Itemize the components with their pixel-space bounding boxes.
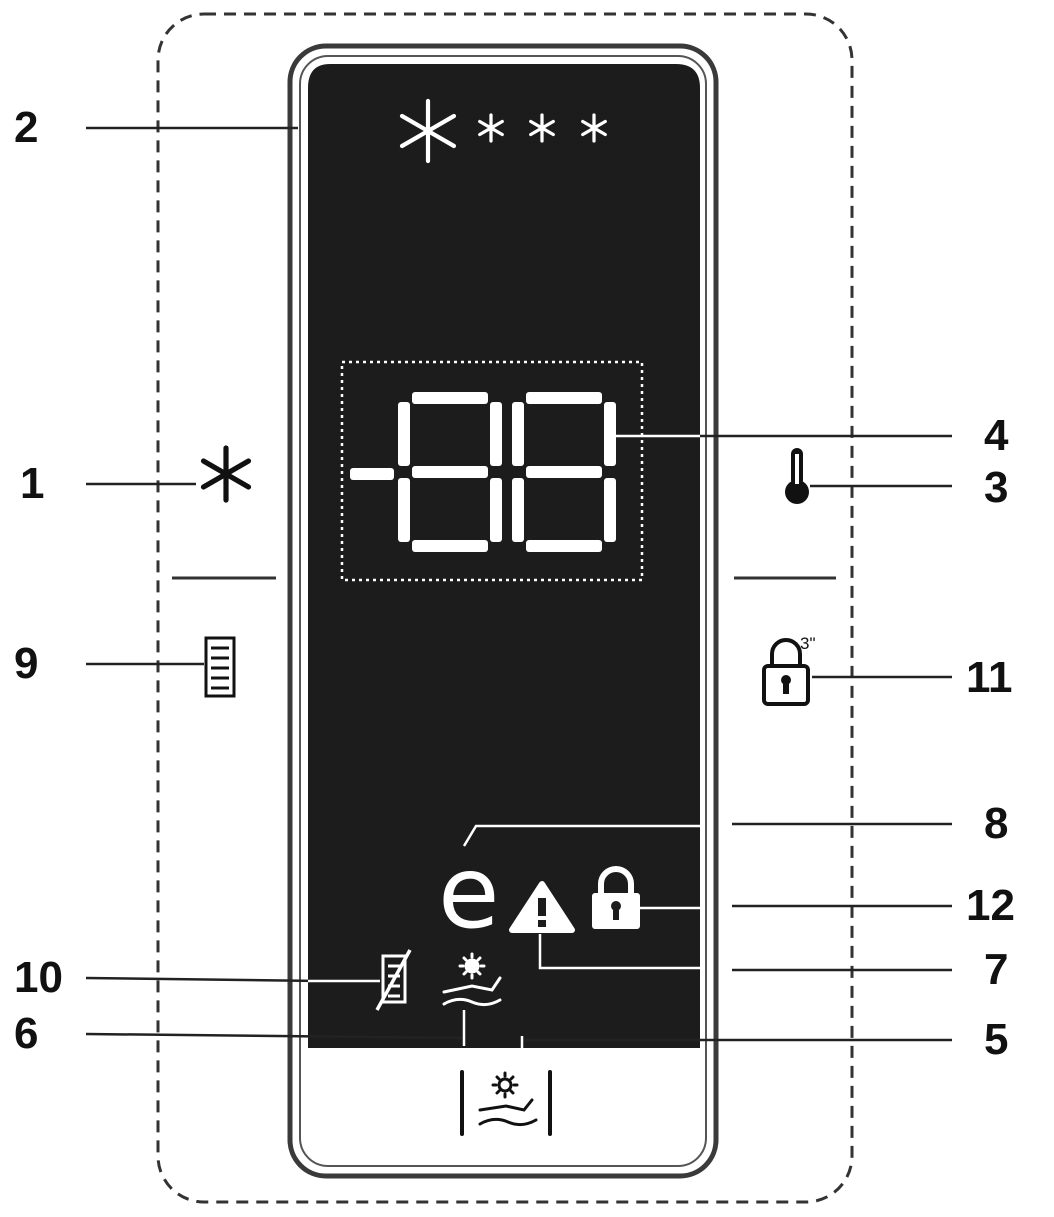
seg-c — [604, 478, 616, 542]
minus-segment — [350, 468, 394, 480]
callout-3: 3 — [984, 466, 1008, 510]
leader-10 — [86, 978, 322, 981]
seg-f — [398, 402, 410, 466]
callout-2: 2 — [14, 106, 38, 150]
seg-b — [490, 402, 502, 466]
callout-8: 8 — [984, 802, 1008, 846]
seg-d — [412, 540, 488, 552]
callout-5: 5 — [984, 1018, 1008, 1062]
seg-f — [512, 402, 524, 466]
digit-ones — [512, 392, 616, 552]
seg-a — [412, 392, 488, 404]
digit-tens — [398, 392, 502, 552]
seg-a — [526, 392, 602, 404]
eco-icon: e — [438, 848, 500, 938]
seg-g — [526, 466, 602, 478]
ice-maker-button[interactable] — [308, 1052, 700, 1156]
callout-6: 6 — [14, 1012, 38, 1056]
seg-g — [412, 466, 488, 478]
seg-c — [490, 478, 502, 542]
callout-12: 12 — [966, 884, 1015, 928]
callout-9: 9 — [14, 642, 38, 686]
display-digits: 88 — [450, 470, 451, 471]
lock-timer-label: 3" — [800, 634, 816, 654]
callout-1: 1 — [20, 462, 44, 506]
seg-d — [526, 540, 602, 552]
callout-10: 10 — [14, 956, 63, 1000]
callout-4: 4 — [984, 414, 1008, 458]
seg-e — [512, 478, 524, 542]
thermometer-icon — [785, 448, 809, 504]
seg-b — [604, 402, 616, 466]
filter-icon — [206, 638, 234, 696]
snowflake-icon — [203, 448, 248, 500]
callout-7: 7 — [984, 948, 1008, 992]
seg-e — [398, 478, 410, 542]
callout-11: 11 — [966, 656, 1013, 700]
display-screen — [308, 64, 700, 1048]
